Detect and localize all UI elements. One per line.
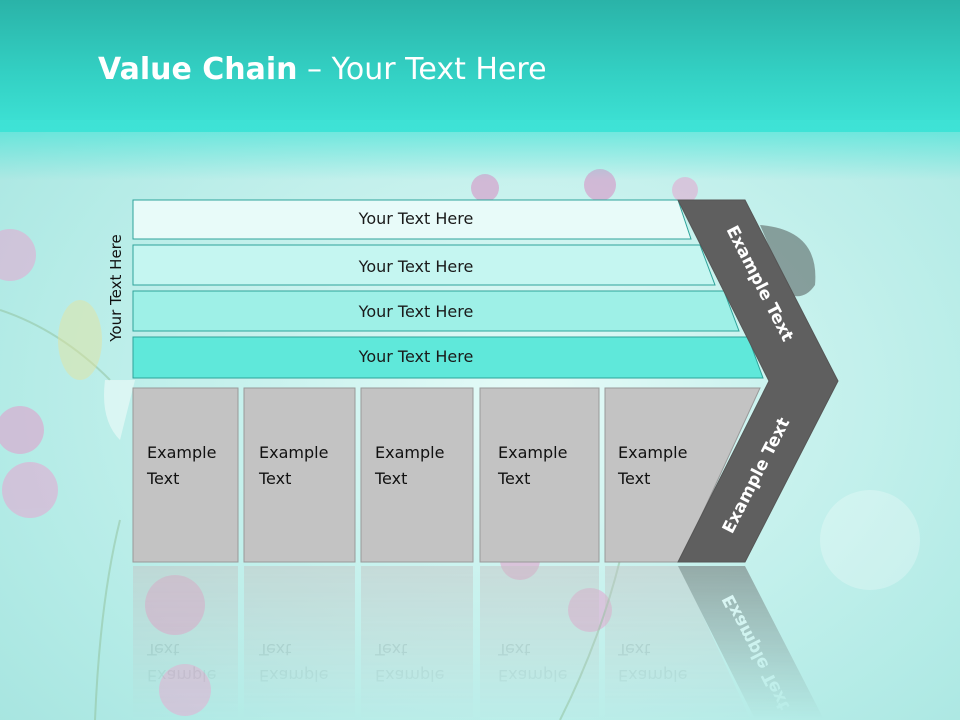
support-activity-bars: Your Text Here Your Text Here Your Text … <box>132 199 764 379</box>
primary-box-4-line2: Text <box>497 469 530 488</box>
primary-box-3-line2: Text <box>374 469 407 488</box>
primary-box-2-line2: Text <box>258 469 291 488</box>
reflected-box-2-line1: Example <box>259 666 328 685</box>
primary-box-2: Example Text <box>243 387 356 563</box>
primary-box-2-line1: Example <box>259 443 328 462</box>
orchid-stem-bottom <box>94 519 121 720</box>
slide-title: Value Chain – Your Text Here <box>98 52 547 87</box>
support-bar-2-label: Your Text Here <box>358 257 474 276</box>
primary-box-1-line2: Text <box>146 469 179 488</box>
reflected-box-3-line2: Text <box>374 640 407 659</box>
primary-box-1-shape <box>132 387 239 563</box>
diagram-reflection: Example Text Example Text Example Text E… <box>133 566 825 720</box>
primary-box-5-line2: Text <box>617 469 650 488</box>
primary-box-5-line1: Example <box>618 443 687 462</box>
reflected-box-5-line1: Example <box>618 666 687 685</box>
reflected-box-5-line2: Text <box>617 640 650 659</box>
reflected-box-1-line2: Text <box>146 640 179 659</box>
primary-box-1-line1: Example <box>147 443 216 462</box>
margin-chevron-shape <box>677 199 839 563</box>
primary-box-3-line1: Example <box>375 443 444 462</box>
support-bar-3-label: Your Text Here <box>358 302 474 321</box>
title-band <box>0 0 960 132</box>
support-bar-2: Your Text Here <box>132 244 716 286</box>
support-bar-1-label: Your Text Here <box>358 209 474 228</box>
orchid-flower-left-1 <box>0 229 36 281</box>
primary-box-4-shape <box>479 387 600 563</box>
primary-box-4-line1: Example <box>498 443 567 462</box>
reflected-box-1-line1: Example <box>147 666 216 685</box>
support-bar-4: Your Text Here <box>132 336 764 379</box>
orchid-flower-top-3 <box>672 177 698 203</box>
primary-box-2-shape <box>243 387 356 563</box>
reflected-box-2-line2: Text <box>258 640 291 659</box>
title-band-fade <box>0 120 960 180</box>
primary-box-5: Example Text <box>604 387 761 563</box>
title-bold-text: Value Chain <box>98 52 298 87</box>
support-bar-1: Your Text Here <box>132 199 692 240</box>
support-bar-2-shape <box>132 244 716 286</box>
primary-box-3: Example Text <box>360 387 474 563</box>
support-bar-3-shape <box>132 290 740 332</box>
reflected-box-4-line2: Text <box>497 640 530 659</box>
support-bar-4-label: Your Text Here <box>358 347 474 366</box>
title-rest-text: – Your Text Here <box>297 52 547 87</box>
support-bar-4-shape <box>132 336 764 379</box>
orchid-flower-left-3 <box>2 462 58 518</box>
support-bar-3: Your Text Here <box>132 290 740 332</box>
orchid-flower-left-2 <box>0 406 44 454</box>
primary-box-1: Example Text <box>132 387 239 563</box>
side-label: Your Text Here <box>107 234 125 342</box>
orchid-flower-top-1 <box>471 174 499 202</box>
primary-box-4: Example Text <box>479 387 600 563</box>
reflected-box-3-line1: Example <box>375 666 444 685</box>
reflected-box-4-line1: Example <box>498 666 567 685</box>
primary-box-3-shape <box>360 387 474 563</box>
primary-activity-boxes: Example Text Example Text Example Text E… <box>132 387 761 563</box>
butterfly-wing-shape <box>58 225 816 440</box>
bokeh-light <box>820 490 920 590</box>
orchid-stem-left <box>0 309 111 381</box>
support-bar-1-shape <box>132 199 692 240</box>
